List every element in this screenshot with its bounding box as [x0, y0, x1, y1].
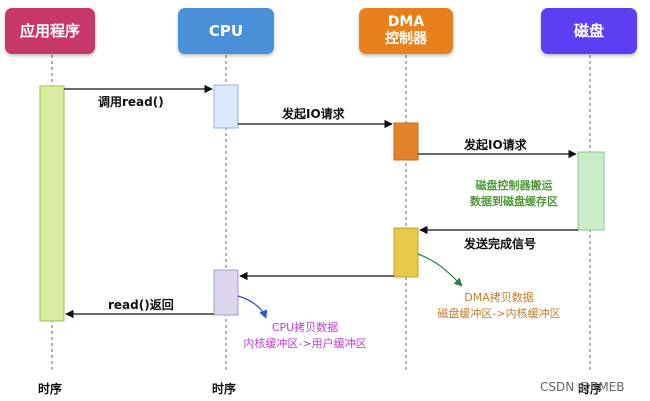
msg-call-read-label: 调用read() [98, 95, 164, 109]
note-disk-line2: 数据到磁盘缓存区 [470, 195, 558, 208]
pointer-cpu-note [237, 295, 268, 319]
participant-dma: DMA 控制器 [359, 8, 453, 54]
participant-dma-label: DMA 控制器 [385, 14, 427, 47]
note-dma-line1: DMA拷贝数据 [464, 291, 534, 304]
watermark: CSDN @RMEB [540, 380, 625, 394]
note-dma-line2: 磁盘缓冲区->内核缓冲区 [437, 307, 561, 320]
participant-app: 应用程序 [5, 8, 95, 54]
participant-app-label: 应用程序 [19, 22, 80, 40]
timeline-label-app: 时序 [38, 382, 63, 396]
note-disk-line1: 磁盘控制器搬运 [475, 179, 553, 192]
participant-disk: 磁盘 [541, 8, 637, 54]
note-disk: 磁盘控制器搬运 数据到磁盘缓存区 [455, 178, 573, 210]
participant-cpu-label: CPU [208, 22, 244, 40]
participant-disk-label: 磁盘 [573, 22, 604, 40]
note-cpu: CPU拷贝数据 内核缓冲区->用户缓冲区 [226, 320, 384, 352]
msg-read-return-label: read()返回 [108, 298, 174, 312]
note-cpu-line2: 内核缓冲区->用户缓冲区 [243, 337, 367, 350]
activation-cpu-2 [213, 269, 239, 316]
msg-io-request-1-label: 发起IO请求 [282, 107, 345, 121]
note-dma: DMA拷贝数据 磁盘缓冲区->内核缓冲区 [420, 290, 578, 322]
participant-cpu: CPU [178, 8, 274, 54]
activation-disk [577, 151, 605, 231]
activation-cpu-1 [213, 84, 239, 129]
note-cpu-line1: CPU拷贝数据 [271, 321, 339, 334]
activation-app [39, 85, 65, 322]
activation-dma-2 [393, 227, 419, 278]
activation-dma-1 [393, 122, 419, 161]
timeline-label-disk: 时序 [578, 382, 603, 396]
timeline-label-cpu: 时序 [212, 382, 237, 396]
pointer-dma-note [417, 253, 463, 287]
msg-io-request-2-label: 发起IO请求 [464, 138, 527, 152]
msg-done-signal-label: 发送完成信号 [464, 237, 537, 251]
